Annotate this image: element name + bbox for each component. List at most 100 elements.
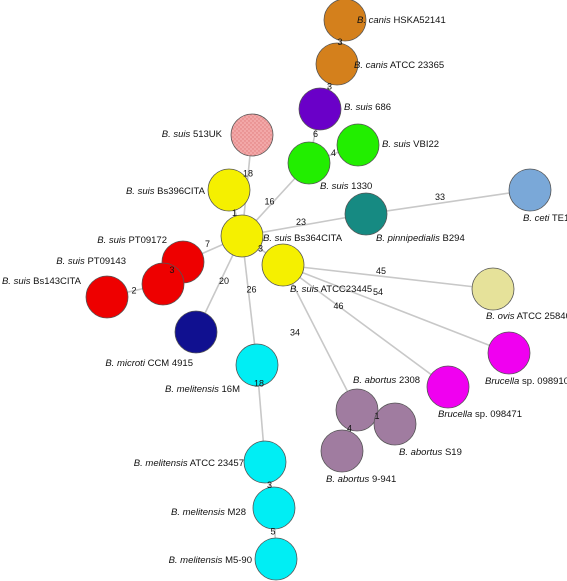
edge-weight-label: 23 [296,217,306,227]
node-genus: B. melitensis [169,555,223,566]
node-suis-513uk[interactable] [230,113,274,157]
node-label-suis-pt09143: B. suis PT09143 [56,256,126,267]
node-canis-atcc[interactable] [315,42,359,86]
edge-weight-label: 7 [205,239,210,249]
node-strain: ATCC 25840 [517,311,567,322]
node-abortus-s19[interactable] [373,402,417,446]
node-label-melitensis-atcc: B. melitensis ATCC 23457 [134,458,244,469]
node-suis-bs396[interactable] [207,168,251,212]
node-label-abortus-9941: B. abortus 9-941 [326,474,396,485]
edge-weight-label: 20 [219,276,229,286]
node-label-abortus-s19: B. abortus S19 [399,447,462,458]
node-label-canis-atcc: B. canis ATCC 23365 [354,60,444,71]
node-suis-atcc23445[interactable] [261,243,305,287]
node-strain: TE10759-12 [552,213,567,224]
node-genus: B. canis [354,60,388,71]
node-genus: B. ovis [486,311,515,322]
edge-weight-label: 3 [258,244,263,254]
node-suis-pt09143[interactable] [141,262,185,306]
node-strain: VBI22 [413,139,439,150]
node-strain: ATCC 23457 [190,458,244,469]
nodes-layer [85,0,552,581]
node-genus: B. abortus [353,375,397,386]
edge-weight-label: 16 [264,197,274,207]
node-genus: B. suis [2,276,31,287]
node-strain: ATCC23445 [321,284,373,295]
node-genus: B. ceti [523,213,550,224]
node-melitensis-m28[interactable] [252,486,296,530]
node-strain: Bs396CITA [157,186,206,197]
node-strain: B294 [443,233,465,244]
node-genus: B. microti [105,358,145,369]
node-genus: B. melitensis [165,384,219,395]
node-abortus-2308[interactable] [335,388,379,432]
edge-weight-label: 3 [337,37,342,47]
node-label-melitensis-m590: B. melitensis M5-90 [169,555,252,566]
edge-weight-label: 54 [373,287,383,297]
edge-weight-label: 18 [254,379,264,389]
node-label-ovis: B. ovis ATCC 25840 [486,311,567,322]
edge-weight-label: 4 [347,424,352,434]
node-strain: S19 [445,447,462,458]
node-genus: B. suis [97,235,126,246]
node-label-suis-vbi22: B. suis VBI22 [382,139,439,150]
node-genus: Brucella [485,376,519,387]
edge-weight-label: 46 [333,301,343,311]
node-label-microti: B. microti CCM 4915 [105,358,193,369]
node-genus: B. abortus [399,447,443,458]
edge-weight-label: 3 [169,265,174,275]
node-strain: M5-90 [225,555,252,566]
edge-weight-label: 45 [376,266,386,276]
node-abortus-9941[interactable] [320,429,364,473]
edge-weight-label: 34 [290,328,300,338]
edge-weight-label: 3 [267,480,272,490]
node-label-melitensis-16m: B. melitensis 16M [165,384,240,395]
node-genus: B. suis [344,102,373,113]
edge-weight-label: 3 [327,82,332,92]
edge-suis-atcc23445-to-sp-098910 [282,264,510,354]
node-genus: B. canis [357,15,391,26]
node-melitensis-16m[interactable] [235,343,279,387]
edge-weight-label: 26 [246,285,256,295]
edge-weight-label: 6 [313,129,318,139]
node-strain: sp. 098910 [522,376,567,387]
node-sp-098471[interactable] [426,365,470,409]
node-genus: B. suis [263,233,292,244]
edge-weight-label: 4 [331,148,336,158]
node-genus: B. melitensis [134,458,188,469]
edge-pinnipedialis-to-ceti [365,189,531,215]
node-label-sp-098471: Brucella sp. 098471 [438,409,522,420]
node-genus: B. suis [290,284,319,295]
node-strain: PT09143 [87,256,126,267]
node-sp-098910[interactable] [487,331,531,375]
node-ceti[interactable] [508,168,552,212]
edge-weight-label: 18 [243,169,253,179]
node-strain: Bs143CITA [33,276,82,287]
edge-weight-label: 5 [270,527,275,537]
node-genus: B. pinnipedialis [376,233,440,244]
node-label-abortus-2308: B. abortus 2308 [353,375,420,386]
node-canis-hska[interactable] [323,0,367,42]
node-melitensis-m590[interactable] [254,537,298,581]
node-strain: 686 [375,102,391,113]
edge-weight-label: 2 [131,286,136,296]
node-suis-vbi22[interactable] [336,123,380,167]
node-microti[interactable] [174,310,218,354]
edge-weight-label: 33 [435,192,445,202]
node-label-suis-atcc23445: B. suis ATCC23445 [290,284,372,295]
node-label-suis-bs364: B. suis Bs364CITA [263,233,343,244]
node-strain: CCM 4915 [148,358,193,369]
node-suis-686[interactable] [298,87,342,131]
node-genus: B. abortus [326,474,370,485]
edge-weight-label: 1 [374,411,379,421]
node-ovis[interactable] [471,267,515,311]
node-suis-bs143[interactable] [85,275,129,319]
node-genus: B. suis [56,256,85,267]
node-melitensis-atcc[interactable] [243,440,287,484]
node-suis-bs364[interactable] [220,214,264,258]
node-pinnipedialis[interactable] [344,192,388,236]
node-genus: Brucella [438,409,472,420]
node-strain: M28 [228,507,246,518]
node-suis-1330[interactable] [287,141,331,185]
